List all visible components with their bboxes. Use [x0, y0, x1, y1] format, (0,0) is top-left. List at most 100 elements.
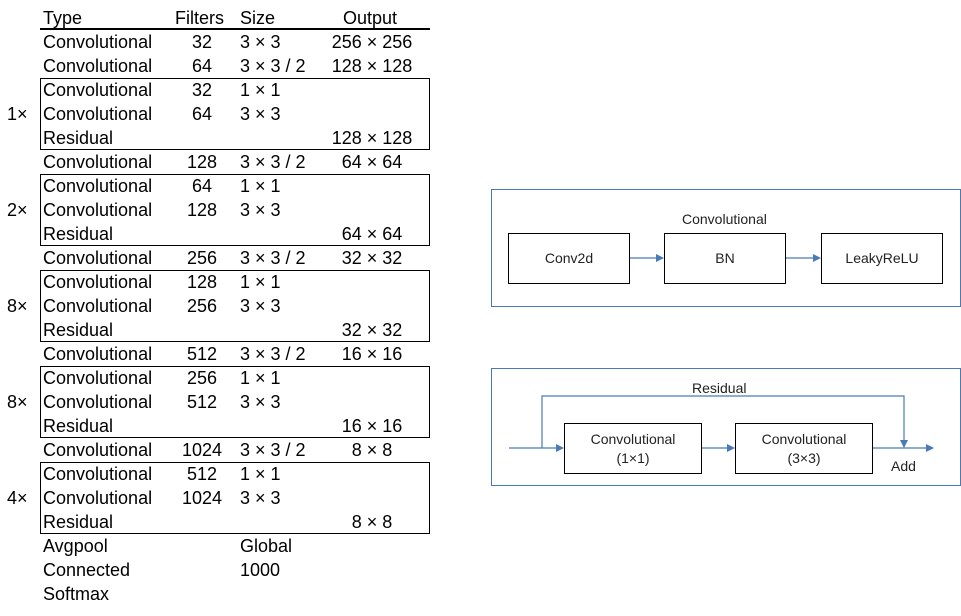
row-type: Convolutional [43, 200, 153, 220]
row-filters: 256 [186, 296, 218, 316]
row-output: 8 × 8 [351, 440, 393, 460]
multiplier-3: 8× [7, 296, 28, 316]
residual-arrows [509, 395, 934, 452]
header-filters: Filters [175, 8, 224, 28]
row-type: Residual [43, 224, 114, 244]
row-size: 1000 [240, 560, 281, 580]
row-filters: 128 [186, 200, 218, 220]
row-size: Global [240, 536, 293, 556]
row-type: Convolutional [43, 56, 153, 76]
row-filters: 512 [186, 464, 218, 484]
row-type: Connected [43, 560, 131, 580]
row-type: Convolutional [43, 80, 153, 100]
header-output: Output [343, 8, 398, 28]
conv-3x3-label: Convolutional [761, 430, 847, 447]
residual-diagram: Residual Convolutional (1×1) Convolution… [491, 368, 961, 486]
table-row: Convolutional 1024 3 × 3 [0, 486, 440, 510]
row-size: 3 × 3 [240, 104, 281, 124]
row-type: Convolutional [43, 248, 153, 268]
table-row: Softmax [0, 582, 440, 606]
row-type: Avgpool [43, 536, 108, 556]
row-type: Convolutional [43, 176, 153, 196]
row-type: Convolutional [43, 344, 153, 364]
row-filters: 64 [191, 56, 213, 76]
row-filters: 1024 [181, 488, 223, 508]
table-row: Connected 1000 [0, 558, 440, 582]
row-size: 3 × 3 / 2 [240, 440, 306, 460]
leakyrelu-box: LeakyReLU [821, 233, 943, 284]
table-row: Convolutional 128 3 × 3 [0, 198, 440, 222]
conv-3x3-box: Convolutional (3×3) [735, 423, 873, 474]
row-filters: 32 [191, 32, 213, 52]
conv-1x1-label: Convolutional [590, 430, 676, 447]
row-size: 3 × 3 [240, 392, 281, 412]
row-filters: 128 [186, 152, 218, 172]
row-size: 3 × 3 / 2 [240, 248, 306, 268]
conv2d-box: Conv2d [508, 233, 630, 284]
row-filters: 1024 [181, 440, 223, 460]
row-filters: 512 [186, 344, 218, 364]
table-row: Convolutional 64 3 × 3 [0, 102, 440, 126]
row-output: 16 × 16 [341, 416, 403, 436]
residual-block-frame-5 [40, 462, 430, 534]
row-filters: 256 [186, 248, 218, 268]
bn-box: BN [664, 233, 786, 284]
row-type: Residual [43, 512, 114, 532]
table-row: Convolutional 32 3 × 3 256 × 256 [0, 30, 440, 54]
row-size: 1 × 1 [240, 464, 281, 484]
residual-diagram-title: Residual [692, 380, 747, 396]
residual-block-frame-3 [40, 270, 430, 342]
row-filters: 256 [186, 368, 218, 388]
convolutional-diagram: Convolutional Conv2d BN LeakyReLU [491, 189, 961, 307]
row-size: 3 × 3 / 2 [240, 152, 306, 172]
row-output: 256 × 256 [331, 32, 413, 52]
row-size: 3 × 3 [240, 296, 281, 316]
row-filters: 64 [191, 104, 213, 124]
multiplier-2: 2× [7, 200, 28, 220]
row-type: Convolutional [43, 488, 153, 508]
residual-block-frame-1 [40, 78, 430, 150]
conv-1x1-box: Convolutional (1×1) [564, 423, 702, 474]
header-rule [40, 28, 430, 30]
row-size: 1 × 1 [240, 176, 281, 196]
row-type: Convolutional [43, 104, 153, 124]
row-type: Softmax [43, 584, 110, 604]
row-output: 64 × 64 [341, 152, 403, 172]
header-size: Size [240, 8, 276, 28]
row-type: Residual [43, 128, 114, 148]
conv-arrows [630, 254, 821, 262]
row-size: 3 × 3 [240, 32, 281, 52]
row-type: Convolutional [43, 32, 153, 52]
row-output: 16 × 16 [341, 344, 403, 364]
add-label: Add [891, 458, 916, 474]
table-row: Convolutional 512 3 × 3 / 2 16 × 16 [0, 342, 440, 366]
row-type: Convolutional [43, 152, 153, 172]
row-size: 3 × 3 [240, 488, 281, 508]
skip-connection [541, 395, 908, 448]
residual-block-frame-4 [40, 366, 430, 438]
row-filters: 64 [191, 176, 213, 196]
header-type: Type [43, 8, 83, 28]
row-type: Convolutional [43, 368, 153, 388]
row-output: 32 × 32 [341, 320, 403, 340]
multiplier-5: 4× [7, 488, 28, 508]
row-filters: 128 [186, 272, 218, 292]
row-size: 1 × 1 [240, 272, 281, 292]
table-row: Convolutional 64 1 × 1 [0, 174, 440, 198]
darknet-table: Type Filters Size Output 1× 2× 8× 8× 4× … [0, 0, 440, 616]
row-size: 3 × 3 / 2 [240, 344, 306, 364]
multiplier-4: 8× [7, 392, 28, 412]
row-filters: 32 [191, 80, 213, 100]
row-size: 3 × 3 [240, 200, 281, 220]
